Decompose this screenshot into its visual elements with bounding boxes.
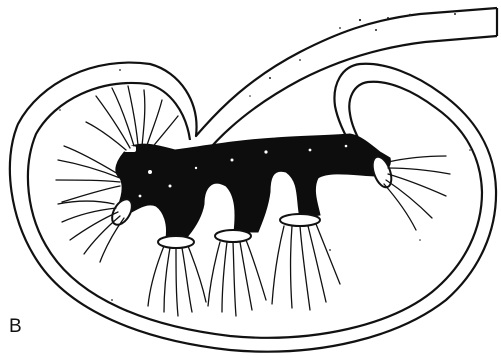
panel-label: B <box>9 316 22 338</box>
